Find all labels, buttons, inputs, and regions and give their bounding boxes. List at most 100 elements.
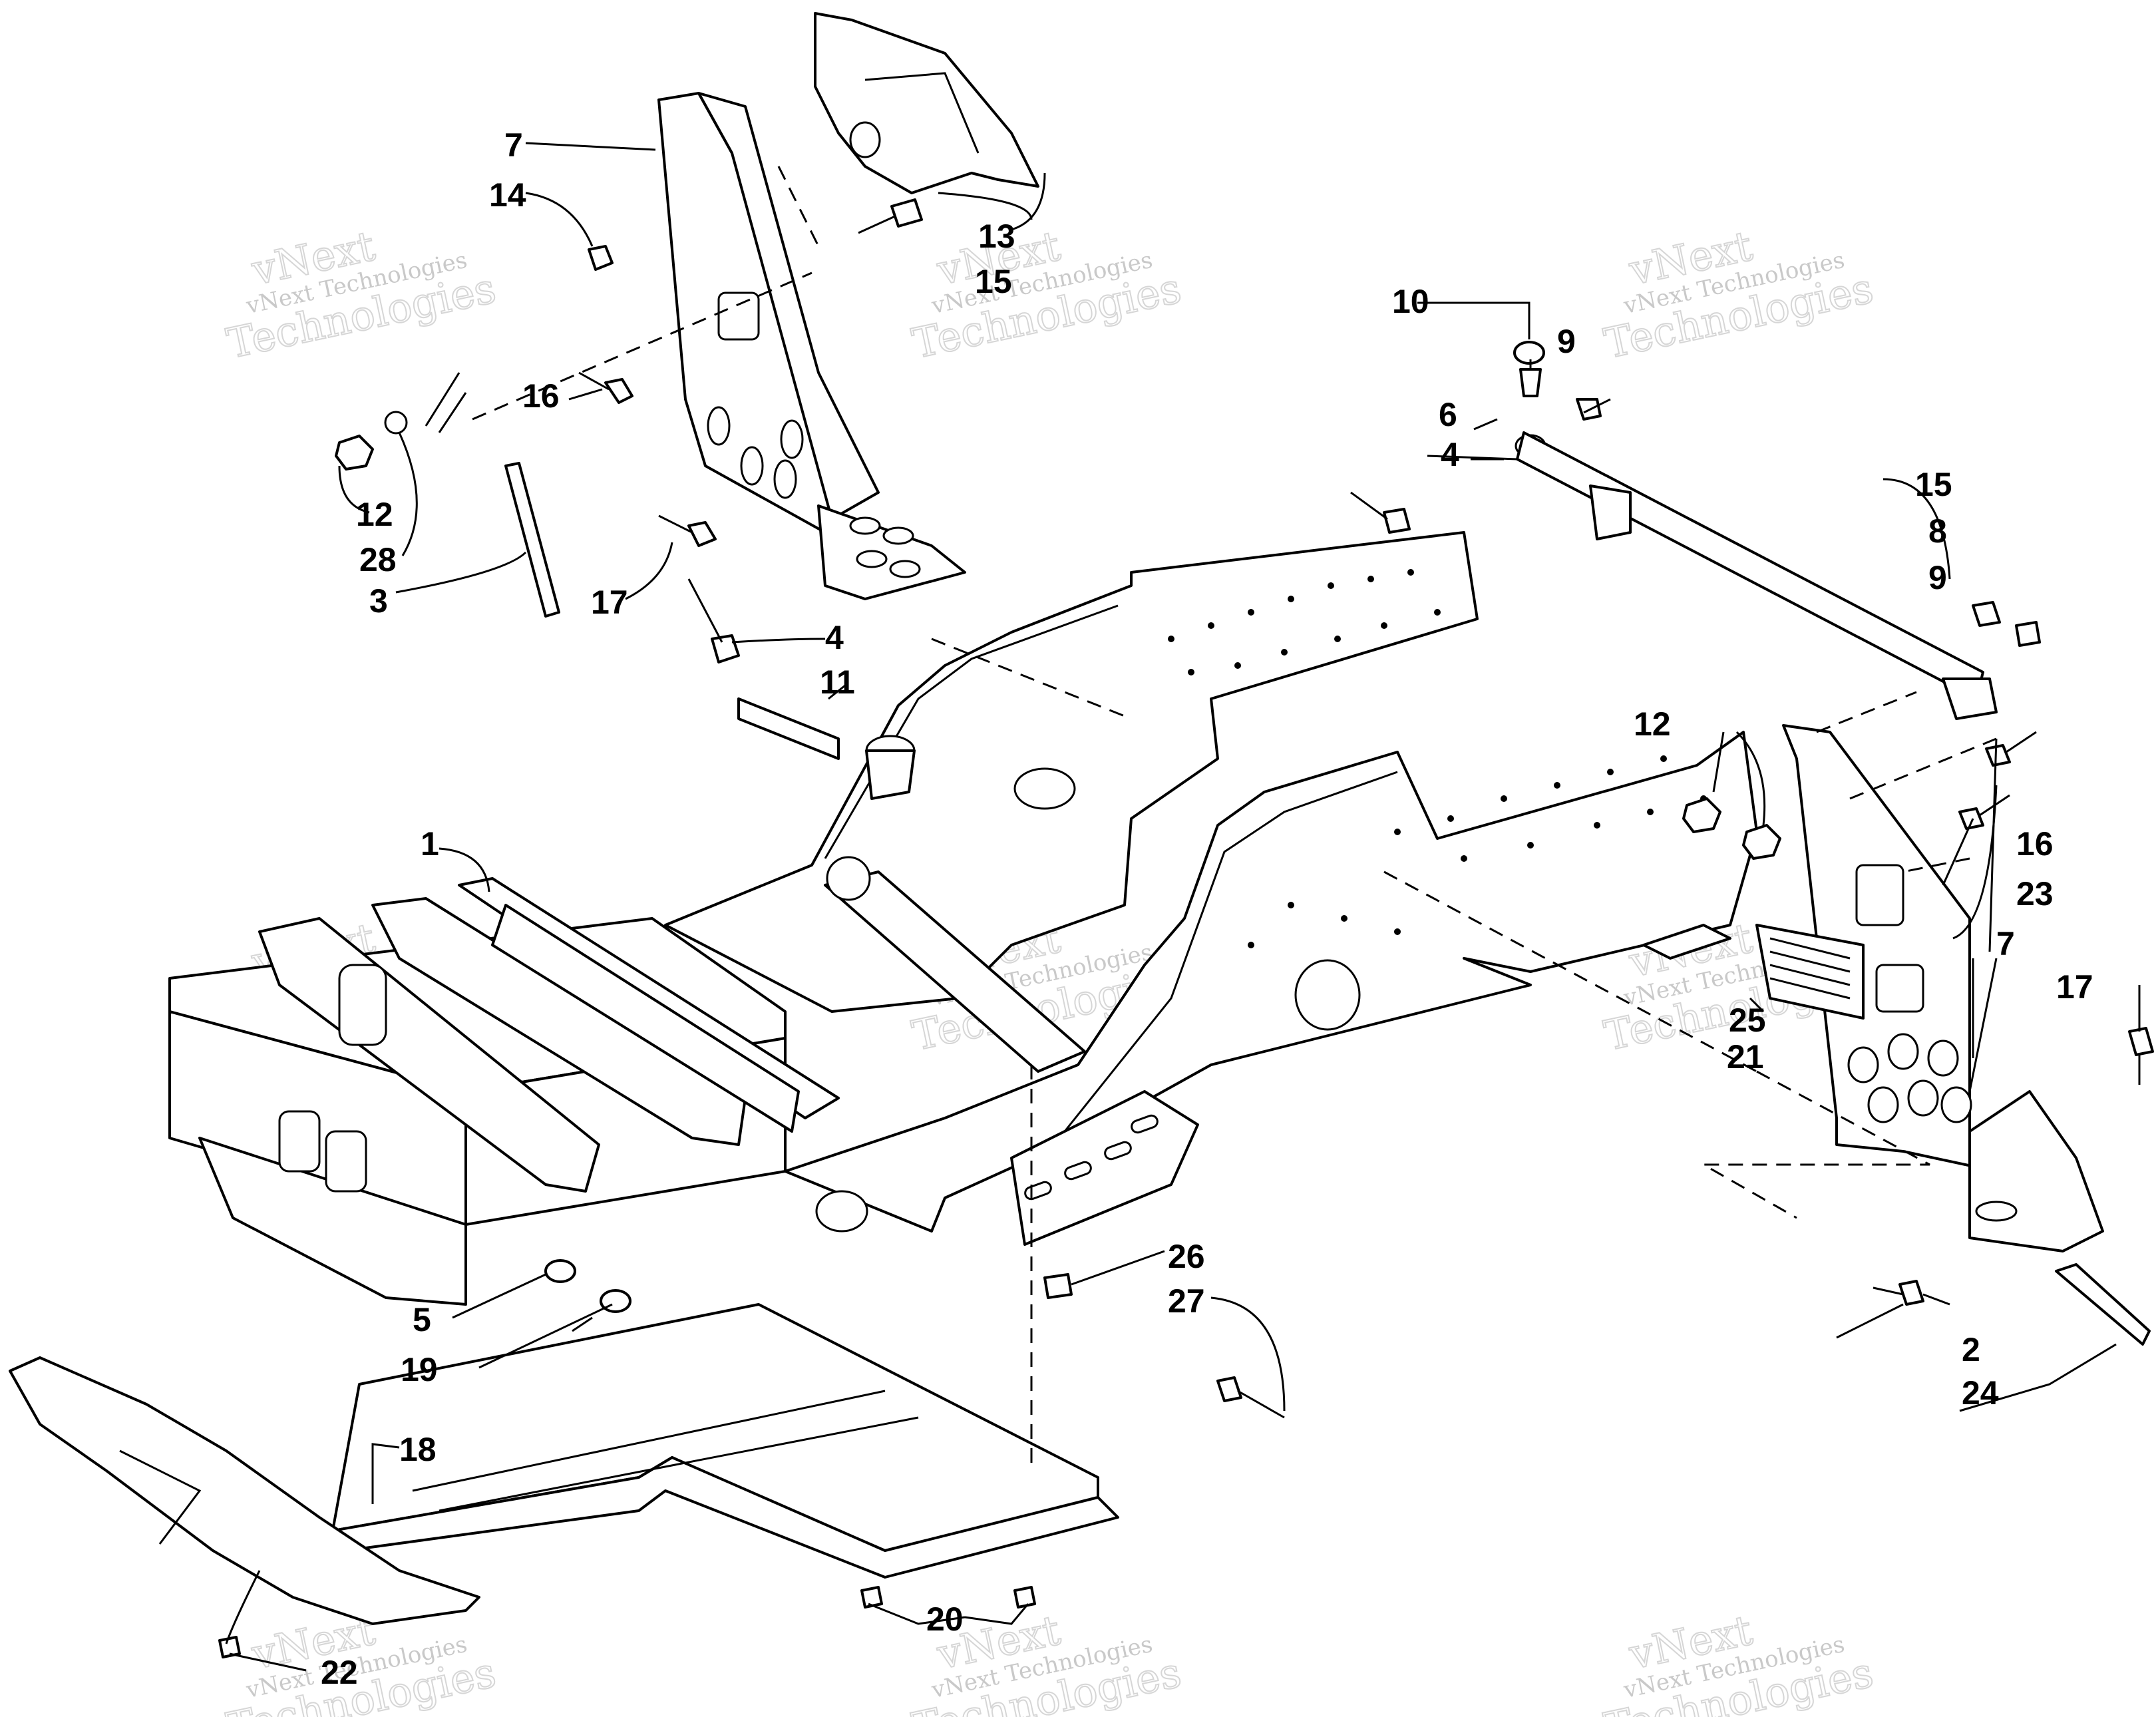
- callout-17-left: 17: [591, 584, 628, 621]
- callout-7-left: 7: [504, 126, 523, 164]
- rear-cover: [814, 12, 1039, 194]
- base-slot: [849, 516, 881, 535]
- callout-27: 27: [1168, 1282, 1205, 1320]
- upright-side: [697, 92, 880, 520]
- callout-19: 19: [401, 1351, 438, 1388]
- watermark: vNext vNext Technologies Technologies: [1600, 1605, 1879, 1717]
- base-slot: [889, 560, 921, 578]
- watermark: vNext vNext Technologies Technologies: [1600, 221, 1879, 369]
- rivet-16-top: [604, 378, 633, 404]
- callout-5: 5: [413, 1301, 431, 1338]
- pin-3: [504, 462, 560, 618]
- callout-12-right: 12: [1634, 705, 1671, 743]
- screw-22: [218, 1636, 241, 1658]
- chassis-frame: [168, 531, 1758, 1306]
- rivet-17-right: [2128, 1027, 2154, 1056]
- side-wall-hole: [1294, 959, 1361, 1031]
- screw-20-a: [860, 1586, 883, 1609]
- cap-10: [1513, 341, 1545, 365]
- callout-9-top: 9: [1557, 323, 1576, 360]
- rivet-dots: [1168, 569, 1707, 948]
- bracket-21: [1642, 924, 1731, 960]
- callout-18: 18: [399, 1431, 437, 1468]
- callout-25: 25: [1729, 1002, 1766, 1039]
- callout-6: 6: [1439, 396, 1457, 433]
- callout-21: 21: [1727, 1038, 1764, 1075]
- callout-4-mid: 4: [825, 619, 844, 656]
- rear-upright-bracket-right: [1782, 724, 2104, 1252]
- callout-11: 11: [820, 664, 855, 701]
- callout-2: 2: [1962, 1331, 1980, 1368]
- side-wall-hole: [1013, 767, 1076, 810]
- callout-16-left: 16: [522, 377, 560, 415]
- frame-port: [826, 856, 871, 901]
- callout-14: 14: [489, 176, 526, 214]
- right-side-wall-flange: [1063, 771, 1398, 1132]
- callout-8: 8: [1928, 512, 1947, 550]
- callout-23: 23: [2016, 875, 2054, 912]
- belly-pan: [331, 1303, 1119, 1579]
- callout-16-right: 16: [2016, 825, 2054, 862]
- rivet-4-right: [1383, 508, 1411, 534]
- front-box-slot: [325, 1130, 367, 1193]
- front-arm-right: [371, 897, 747, 1146]
- grommet-5: [544, 1259, 576, 1283]
- base-slot: [882, 526, 914, 545]
- watermark: vNext vNext Technologies Technologies: [222, 221, 501, 369]
- strip-11: [737, 697, 840, 760]
- base-slot: [856, 550, 888, 568]
- rivet-27: [1216, 1376, 1242, 1402]
- watermark: vNext vNext Technologies Technologies: [908, 221, 1186, 369]
- callout-3: 3: [369, 582, 388, 620]
- nut-12-right-a: [1682, 797, 1721, 833]
- front-skid: [198, 1137, 467, 1306]
- steering-post: [865, 749, 916, 800]
- front-box-slot: [278, 1110, 321, 1173]
- callout-12-left: 12: [356, 496, 393, 533]
- rear-upright-bracket-left: [657, 92, 966, 600]
- frame-port: [815, 1190, 868, 1233]
- screw-20-b: [1013, 1586, 1036, 1609]
- bolt-15-top: [890, 198, 923, 228]
- arm-slot: [338, 964, 387, 1046]
- alignment-lines: [472, 166, 1997, 1464]
- upright-hole: [707, 406, 731, 446]
- callout-28: 28: [359, 541, 397, 578]
- callout-4-right: 4: [1441, 436, 1459, 473]
- upright-base: [817, 504, 966, 600]
- plate-24: [2055, 1263, 2151, 1346]
- rivet-16-right: [1985, 744, 2011, 767]
- washer-28: [384, 411, 408, 435]
- upright-hole: [773, 459, 797, 499]
- rivet-23: [1958, 807, 1984, 830]
- rivet-4-mid: [711, 634, 740, 664]
- front-skid: [9, 1356, 480, 1625]
- leader-lines: [225, 142, 2117, 1672]
- mesh-screen: [1755, 924, 1865, 1020]
- rivet-17-top: [687, 521, 717, 547]
- upright-window: [717, 291, 760, 341]
- callout-9-right: 9: [1928, 559, 1947, 596]
- callout-22: 22: [321, 1654, 358, 1691]
- callout-labels: 7 14 13 15 16 12 28 3 17 4 11 1 10 9 6 4…: [321, 126, 2093, 1691]
- callout-17-right: 17: [2056, 968, 2093, 1006]
- bolt-15-right: [2015, 621, 2041, 647]
- nut-12-right-b: [1742, 824, 1781, 860]
- center-rail-lower: [491, 904, 800, 1133]
- nut-12-left: [335, 435, 374, 471]
- upright-hole: [740, 446, 764, 486]
- callout-1: 1: [421, 825, 439, 862]
- bolt-9-right: [1972, 601, 2001, 627]
- callout-15-right: 15: [1915, 466, 1952, 503]
- clip-26: [1043, 1273, 1073, 1299]
- callout-7-right: 7: [1996, 925, 2015, 962]
- cross-bar: [1515, 431, 1998, 720]
- bolt-14: [588, 245, 614, 271]
- rivet-2: [1898, 1280, 1924, 1306]
- callout-15-top: 15: [975, 263, 1012, 300]
- grommet-6: [1519, 368, 1542, 397]
- fasteners: [218, 198, 2154, 1658]
- callout-13: 13: [978, 218, 1015, 255]
- callout-20: 20: [926, 1601, 964, 1638]
